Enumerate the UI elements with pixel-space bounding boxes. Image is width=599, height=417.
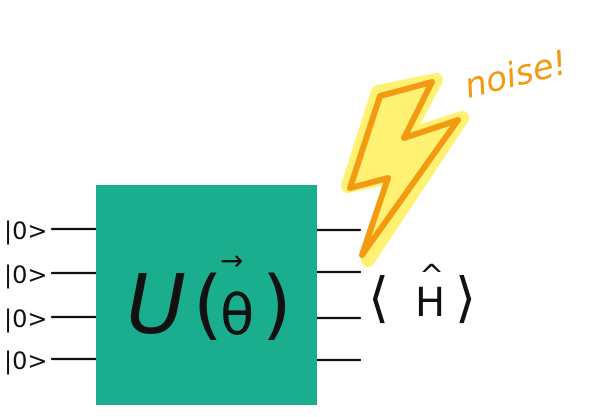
gate-label-theta: θ xyxy=(220,283,254,348)
input-labels: |0> |0> |0> |0> xyxy=(4,217,47,375)
input-state-label-2: |0> xyxy=(4,261,47,289)
gate-label-open-paren: ( xyxy=(193,259,223,348)
unitary-gate-box xyxy=(96,185,317,405)
observable-open-bracket: ⟨ xyxy=(368,266,389,329)
lightning-bolt-outline xyxy=(347,79,461,258)
input-wires xyxy=(50,227,99,361)
gate-label-close-paren: ) xyxy=(262,259,292,348)
observable-expectation: ⟨ H ^ ⟩ xyxy=(368,259,476,329)
input-state-label-4: |0> xyxy=(4,347,47,375)
gate-label-vector-arrow: → xyxy=(220,244,243,277)
lightning-bolt-highlight xyxy=(341,73,469,267)
observable-operator-h: H xyxy=(415,280,445,326)
gate-label-unitary: U xyxy=(126,258,186,353)
observable-close-bracket: ⟩ xyxy=(455,266,476,329)
input-state-label-1: |0> xyxy=(4,217,47,245)
gate-label: U ( θ → ) xyxy=(126,244,292,353)
lightning-bolt-icon xyxy=(341,73,469,267)
input-state-label-3: |0> xyxy=(4,305,47,333)
observable-hat: ^ xyxy=(419,259,444,294)
noise-label: noise! xyxy=(461,43,572,107)
output-wires xyxy=(314,228,362,362)
